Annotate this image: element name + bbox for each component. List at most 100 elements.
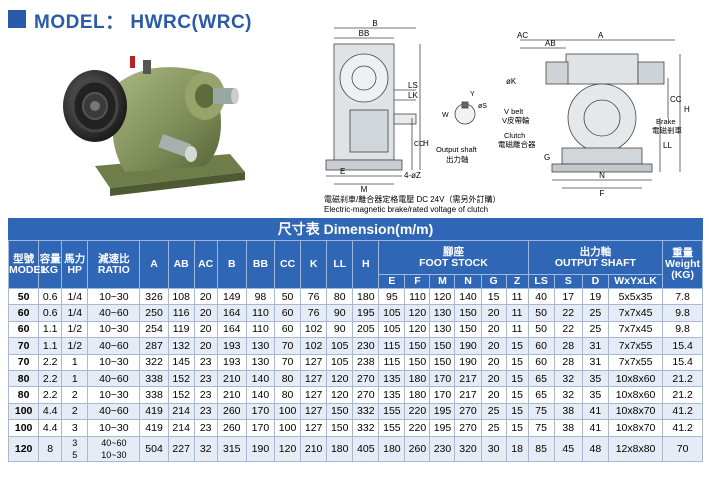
table-cell: 270 bbox=[454, 402, 482, 421]
label-clutch-cn: 電磁離合器 bbox=[498, 139, 536, 149]
col-A: A bbox=[139, 240, 169, 289]
table-cell: 405 bbox=[352, 435, 380, 462]
table-cell: 9.8 bbox=[662, 304, 703, 322]
table-cell: 105 bbox=[326, 353, 354, 371]
table-cell: 60 bbox=[527, 353, 555, 371]
table-cell: 10x8x60 bbox=[607, 386, 664, 404]
table-cell: 20 bbox=[480, 337, 507, 355]
table-cell: 90 bbox=[326, 320, 354, 339]
table-cell: 15 bbox=[505, 419, 529, 437]
label-oK: øK bbox=[506, 77, 517, 86]
table-cell: 15.4 bbox=[662, 337, 703, 355]
table-cell: 127 bbox=[300, 386, 328, 404]
table-cell: 127 bbox=[300, 353, 328, 371]
table-cell: 195 bbox=[429, 402, 456, 421]
label-v-belt-cn: V皮帶輪 bbox=[502, 115, 530, 125]
table-cell: 12x8x80 bbox=[607, 435, 664, 462]
table-cell: 10~30 bbox=[87, 287, 141, 306]
table-cell: 25 bbox=[581, 304, 609, 322]
table-cell: 150 bbox=[454, 304, 482, 322]
table-cell: 0.6 bbox=[38, 287, 63, 306]
table-cell: 4.4 bbox=[38, 402, 63, 421]
table-cell: 135 bbox=[378, 369, 406, 388]
table-cell: 100 bbox=[7, 419, 40, 437]
table-cell: 260 bbox=[216, 419, 247, 437]
table-cell: 28 bbox=[553, 353, 583, 371]
table-cell: 220 bbox=[404, 402, 431, 421]
table-cell: 110 bbox=[404, 287, 431, 306]
table-cell: 21.2 bbox=[662, 386, 703, 404]
table-cell: 250 bbox=[139, 304, 169, 322]
table-cell: 15.4 bbox=[662, 353, 703, 371]
table-cell: 270 bbox=[352, 369, 380, 388]
label-M: M bbox=[361, 185, 368, 194]
table-cell: 50 bbox=[527, 320, 555, 339]
table-cell: 170 bbox=[429, 369, 456, 388]
table-cell: 190 bbox=[454, 353, 482, 371]
page-title: MODEL： HWRC(WRC) bbox=[34, 12, 253, 33]
col-foot-m: M bbox=[429, 274, 456, 289]
table-cell: 60 bbox=[274, 320, 302, 339]
table-cell: 180 bbox=[404, 386, 431, 404]
table-cell: 7x7x55 bbox=[607, 337, 664, 355]
table-cell: 60 bbox=[274, 304, 302, 322]
table-cell: 105 bbox=[326, 337, 354, 355]
table-cell: 217 bbox=[454, 369, 482, 388]
table-cell: 260 bbox=[404, 435, 431, 462]
table-cell: 127 bbox=[300, 419, 328, 437]
table-cell: 7x7x45 bbox=[607, 304, 664, 322]
label-4-oZ: 4-øZ bbox=[404, 171, 421, 180]
col-foot-e: E bbox=[378, 274, 406, 289]
brake-note-cn: 電磁刹車/離合器定格電壓 DC 24V（需另外訂購） bbox=[324, 194, 500, 204]
label-BB: BB bbox=[359, 29, 370, 38]
table-cell: 120 bbox=[274, 435, 302, 462]
table-cell: 41.2 bbox=[662, 419, 703, 437]
col-CC: CC bbox=[274, 240, 302, 289]
table-cell: 32 bbox=[553, 386, 583, 404]
table-cell: 65 bbox=[527, 386, 555, 404]
label-LK: LK bbox=[408, 91, 418, 100]
label-output-shaft-cn: 出力軸 bbox=[446, 154, 469, 164]
col-foot-g: G bbox=[480, 274, 507, 289]
col-foot-f: F bbox=[404, 274, 431, 289]
table-cell: 150 bbox=[326, 402, 354, 421]
table-cell: 90 bbox=[326, 304, 354, 322]
table-cell: 20 bbox=[193, 337, 218, 355]
table-cell: 80 bbox=[7, 386, 40, 404]
table-cell: 8 bbox=[38, 435, 63, 462]
table-cell: 238 bbox=[352, 353, 380, 371]
table-cell: 130 bbox=[245, 353, 276, 371]
table-cell: 338 bbox=[139, 386, 169, 404]
table-cell: 60 bbox=[527, 337, 555, 355]
table-cell: 7x7x45 bbox=[607, 320, 664, 339]
label-LS: LS bbox=[408, 81, 418, 90]
table-cell: 150 bbox=[404, 353, 431, 371]
label-oS: øS bbox=[478, 103, 487, 110]
table-cell: 80 bbox=[7, 369, 40, 388]
table-cell: 230 bbox=[429, 435, 456, 462]
table-cell: 25 bbox=[480, 419, 507, 437]
table-cell: 170 bbox=[429, 386, 456, 404]
dimension-title: 尺寸表 Dimension(m/m) bbox=[8, 218, 703, 240]
table-cell: 0.6 bbox=[38, 304, 63, 322]
table-cell: 40~60 bbox=[87, 304, 141, 322]
table-cell: 10x8x60 bbox=[607, 369, 664, 388]
label-LL: LL bbox=[663, 141, 672, 150]
table-cell: 205 bbox=[352, 320, 380, 339]
table-cell: 80 bbox=[274, 386, 302, 404]
table-cell: 25 bbox=[480, 402, 507, 421]
table-cell: 15 bbox=[505, 369, 529, 388]
table-cell: 1/2 bbox=[61, 320, 89, 339]
table-cell: 20 bbox=[193, 304, 218, 322]
table-cell: 11 bbox=[505, 287, 529, 306]
label-brake-cn: 電磁剎車 bbox=[652, 125, 682, 135]
table-cell: 108 bbox=[167, 287, 195, 306]
col-BB: BB bbox=[245, 240, 276, 289]
